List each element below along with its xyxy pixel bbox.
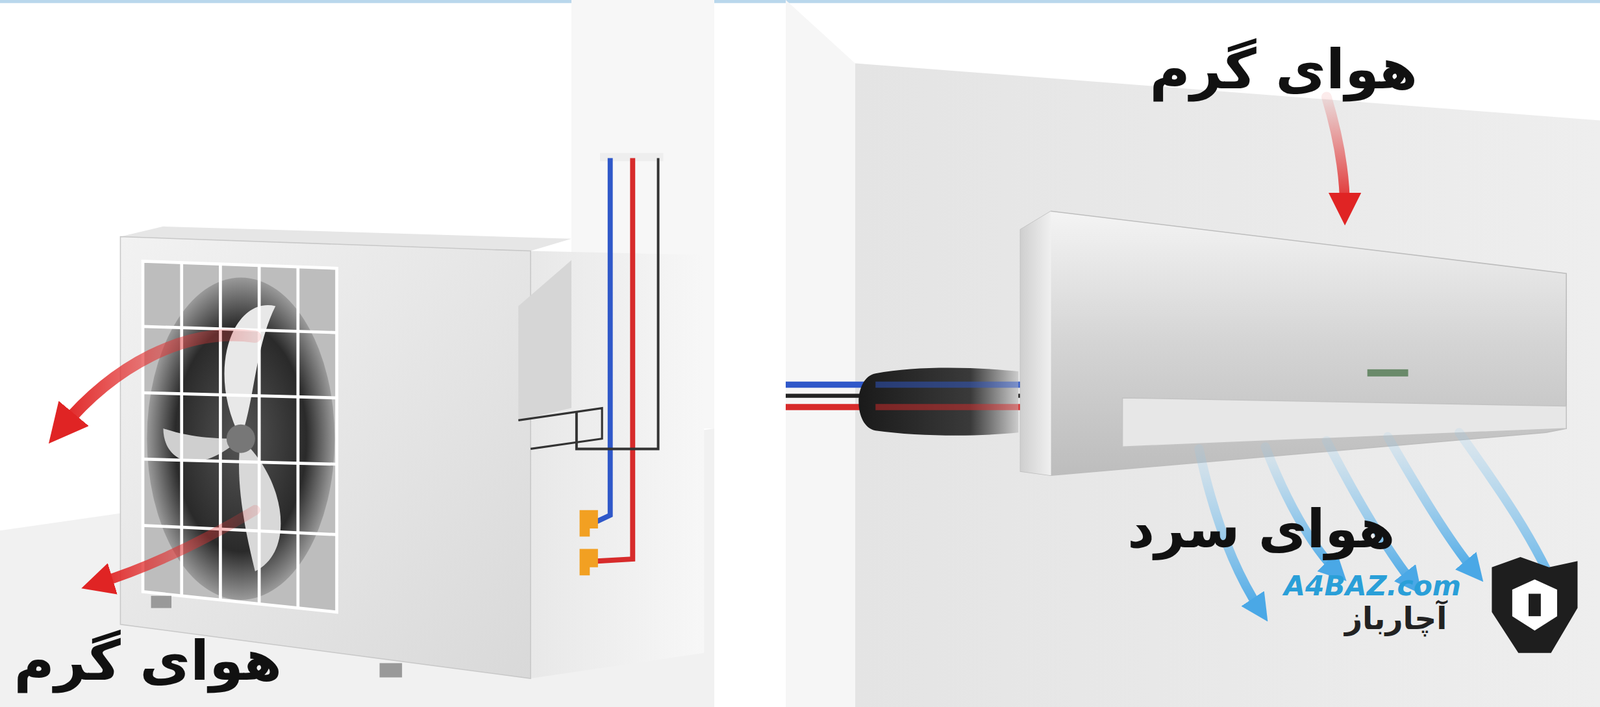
cover-edge (518, 408, 602, 450)
blue-pipe (785, 381, 1021, 388)
outdoor-pipes (576, 153, 664, 576)
outdoor-unit (120, 226, 704, 679)
red-pipe (596, 158, 633, 562)
watermark-logo (1491, 557, 1578, 654)
wall-edge (785, 0, 856, 707)
red-pipe (785, 403, 1021, 410)
unit-body (1020, 211, 1567, 476)
fan-hub (226, 424, 256, 454)
valve-cover (518, 260, 572, 421)
indoor-pipes (785, 368, 1021, 436)
foot (151, 596, 172, 609)
unit-front (120, 237, 531, 679)
valve-fitting (579, 548, 599, 576)
louver (1122, 398, 1567, 447)
fan-blade (224, 305, 276, 439)
watermark-text: آچارباز (1344, 601, 1447, 636)
air-label: هوای گرم (14, 630, 283, 691)
warm-air-arrow (1326, 96, 1345, 210)
blue-pipe (594, 158, 611, 523)
valve-fitting (579, 510, 599, 538)
hot-air-arrow (61, 335, 256, 429)
indoor-unit (1020, 211, 1567, 476)
air-label: هوای سرد (1127, 500, 1395, 559)
display (1367, 369, 1409, 377)
insulation-sleeve (858, 368, 1019, 436)
top-border (0, 0, 1600, 4)
indoor-wall (855, 62, 1600, 707)
unit-end (1020, 211, 1051, 476)
watermark-text: A4BAZ.com (1283, 571, 1462, 602)
cable (576, 158, 659, 450)
air-label: هوای گرم (1150, 38, 1419, 100)
hot-air-arrow (96, 510, 256, 584)
foot (379, 662, 403, 678)
